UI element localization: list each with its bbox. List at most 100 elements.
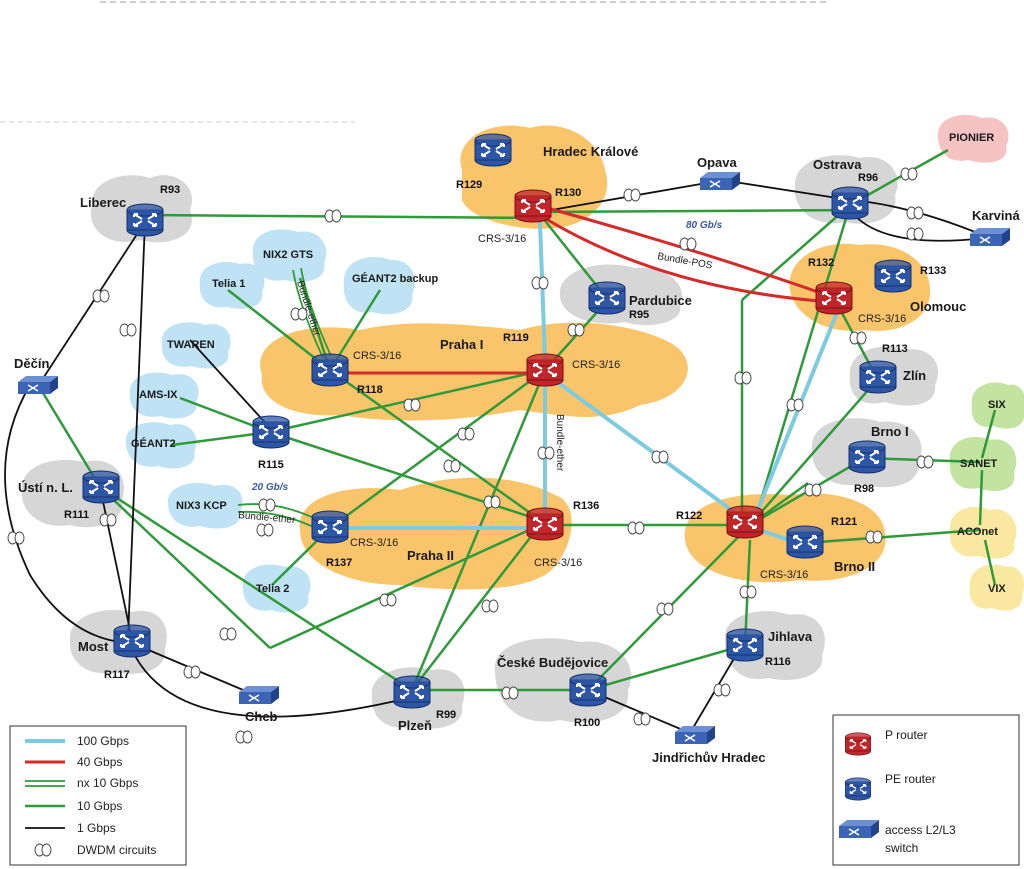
router-r111-icon <box>82 470 120 504</box>
label-nix2: NIX2 GTS <box>263 249 313 261</box>
label-zlin: Zlín <box>903 368 926 383</box>
router-r130-icon <box>514 189 552 223</box>
router-r117-icon <box>113 624 151 658</box>
legend-label-access-1: access L2/L3 <box>885 823 956 837</box>
device-legend: P router PE router access L2/L3 switch <box>832 714 1020 866</box>
label-hradec-line1: Hradec Králové <box>543 144 638 159</box>
legend-label-p-router: P router <box>885 728 927 742</box>
sanet-cloud <box>949 436 1017 492</box>
rid-r116: R116 <box>765 656 791 668</box>
link-legend: 100 Gbps 40 Gbps nx 10 Gbps 10 Gbps 1 Gb… <box>9 725 187 866</box>
label-usti: Ústí n. L. <box>18 480 73 495</box>
crs-r136: CRS-3/16 <box>534 557 582 569</box>
legend-label-nx10g: nx 10 Gbps <box>77 776 138 790</box>
switch-karvina-icon <box>969 227 1011 247</box>
label-vix: VIX <box>988 583 1006 595</box>
label-six: SIX <box>988 399 1006 411</box>
praha2-region <box>299 477 572 590</box>
label-opava: Opava <box>697 155 738 170</box>
six-cloud <box>971 382 1024 429</box>
label-liberec: Liberec <box>80 195 126 210</box>
legend-label-100g: 100 Gbps <box>77 734 129 748</box>
router-r122-icon <box>726 505 764 539</box>
router-r121-icon <box>786 525 824 559</box>
rid-r130: R130 <box>555 187 581 199</box>
crs-r137: CRS-3/16 <box>350 537 398 549</box>
label-decin: Děčín <box>14 356 49 371</box>
rid-r132: R132 <box>808 257 834 269</box>
label-brno2: Brno II <box>834 559 875 574</box>
label-most: Most <box>78 639 109 654</box>
router-r113-icon <box>859 360 897 394</box>
aconet-cloud <box>949 506 1017 559</box>
router-r96-icon <box>831 186 869 220</box>
crs-r119: CRS-3/16 <box>572 359 620 371</box>
crs-r132: CRS-3/16 <box>858 313 906 325</box>
switch-opava-icon <box>699 171 741 191</box>
router-r116-icon <box>726 628 764 662</box>
nix2-cloud <box>252 229 327 282</box>
label-geant2: GÉANT2 <box>131 437 176 450</box>
twaren-cloud <box>161 322 231 369</box>
label-ostrava: Ostrava <box>813 157 862 172</box>
crs-r118: CRS-3/16 <box>353 350 401 362</box>
ceske-cloud <box>494 638 632 723</box>
rid-r113: R113 <box>882 343 908 355</box>
legend-label-1g: 1 Gbps <box>77 821 116 835</box>
legend-label-pe-router: PE router <box>885 772 936 786</box>
annotation-bundle-ether-praha: Bundle-ether <box>554 414 565 472</box>
label-brno1: Brno I <box>871 424 909 439</box>
geant2-cloud <box>125 422 197 469</box>
router-r93-icon <box>126 203 164 237</box>
label-olomouc: Olomouc <box>910 299 966 314</box>
label-cheb: Cheb <box>245 709 278 724</box>
label-pionier: PIONIER <box>949 132 994 144</box>
crs-r130: CRS-3/16 <box>478 233 526 245</box>
label-nix3: NIX3 KCP <box>176 500 227 512</box>
rid-r129: R129 <box>456 179 482 191</box>
rid-r93: R93 <box>160 184 180 196</box>
label-telia1: Telia 1 <box>212 278 245 290</box>
rid-r99: R99 <box>436 709 456 721</box>
switch-jindrichuv-icon <box>674 725 716 745</box>
telia2-cloud <box>242 564 311 613</box>
rid-r122: R122 <box>676 510 702 522</box>
router-r115-icon <box>252 415 290 449</box>
router-r95-icon <box>588 281 626 315</box>
switch-cheb-icon <box>238 685 280 705</box>
label-praha1: Praha I <box>440 337 483 352</box>
rid-r111: R111 <box>64 509 89 521</box>
switch-decin-icon <box>17 375 59 395</box>
label-pardubice: Pardubice <box>629 293 692 308</box>
label-sanet: SANET <box>960 458 998 470</box>
legend-pe-router-icon <box>844 777 872 801</box>
router-r98-icon <box>848 440 886 474</box>
annotation-80g: 80 Gb/s <box>686 220 723 231</box>
label-hradec: Hradec Králové <box>543 144 638 159</box>
rid-r95: R95 <box>629 309 649 321</box>
jihlava-cloud <box>724 611 825 680</box>
label-praha2: Praha II <box>407 548 454 563</box>
label-jindrichuv: Jindřichův Hradec <box>652 750 765 765</box>
geant2backup-cloud <box>343 256 415 315</box>
label-plzen: Plzeň <box>398 718 432 733</box>
telia1-cloud <box>199 261 265 309</box>
rid-r121: R121 <box>831 516 857 528</box>
label-twaren: TWAREN <box>167 339 215 351</box>
rid-r98: R98 <box>854 483 874 495</box>
router-r118-icon <box>311 353 349 387</box>
rid-r119: R119 <box>503 332 529 344</box>
router-r100-icon <box>569 673 607 707</box>
router-r133-icon <box>874 259 912 293</box>
rid-r117: R117 <box>104 669 130 681</box>
label-amsix: AMS-IX <box>139 389 178 401</box>
amsix-cloud <box>129 372 199 419</box>
vix-cloud <box>969 564 1024 611</box>
rid-r115: R115 <box>258 459 284 471</box>
legend-label-access-2: switch <box>885 841 918 855</box>
label-telia2: Telia 2 <box>256 583 289 595</box>
rid-r133: R133 <box>920 265 946 277</box>
rid-r100: R100 <box>574 717 600 729</box>
legend-p-router-icon <box>844 732 872 756</box>
